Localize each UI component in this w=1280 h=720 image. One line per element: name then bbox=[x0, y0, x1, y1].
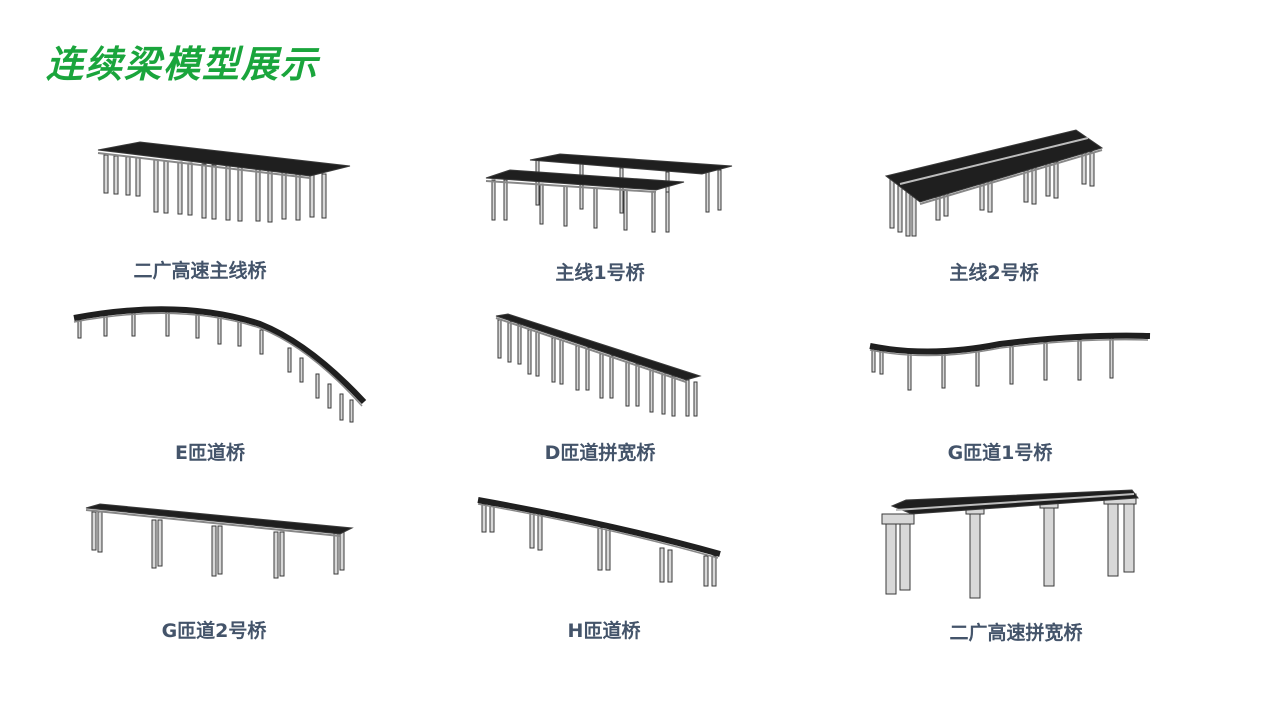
bridge-card: E匝道桥 bbox=[60, 300, 380, 470]
bridge-card: 主线2号桥 bbox=[880, 120, 1140, 290]
bridge-model-image bbox=[495, 313, 702, 417]
bridge-model-image bbox=[97, 141, 351, 223]
bridge-card: G匝道2号桥 bbox=[76, 496, 366, 656]
bridge-caption: G匝道2号桥 bbox=[161, 620, 267, 642]
bridge-model-image bbox=[485, 153, 733, 233]
bridge-caption: G匝道1号桥 bbox=[947, 442, 1053, 464]
bridge-caption: 二广高速主线桥 bbox=[133, 260, 267, 282]
bridge-card: D匝道拼宽桥 bbox=[490, 300, 710, 470]
slide-title: 连续梁模型展示 bbox=[46, 42, 319, 86]
bridge-card: 二广高速主线桥 bbox=[60, 120, 380, 290]
bridge-caption: 主线2号桥 bbox=[949, 262, 1039, 284]
bridge-card: H匝道桥 bbox=[472, 490, 732, 660]
bridge-card: G匝道1号桥 bbox=[860, 320, 1160, 470]
bridge-card: 主线1号桥 bbox=[470, 140, 770, 290]
bridge-caption: 主线1号桥 bbox=[555, 262, 645, 284]
bridge-model-image bbox=[85, 503, 354, 579]
bridge-card: 二广高速拼宽桥 bbox=[876, 484, 1146, 664]
bridge-caption: D匝道拼宽桥 bbox=[544, 442, 656, 464]
bridge-model-image bbox=[884, 129, 1104, 237]
bridge-model-image bbox=[869, 332, 1151, 391]
bridge-model-image bbox=[73, 306, 367, 423]
bridge-caption: 二广高速拼宽桥 bbox=[949, 622, 1083, 644]
bridge-model-image bbox=[477, 497, 721, 587]
bridge-model-image bbox=[881, 489, 1139, 599]
bridge-caption: H匝道桥 bbox=[567, 620, 641, 642]
bridge-caption: E匝道桥 bbox=[175, 442, 245, 464]
